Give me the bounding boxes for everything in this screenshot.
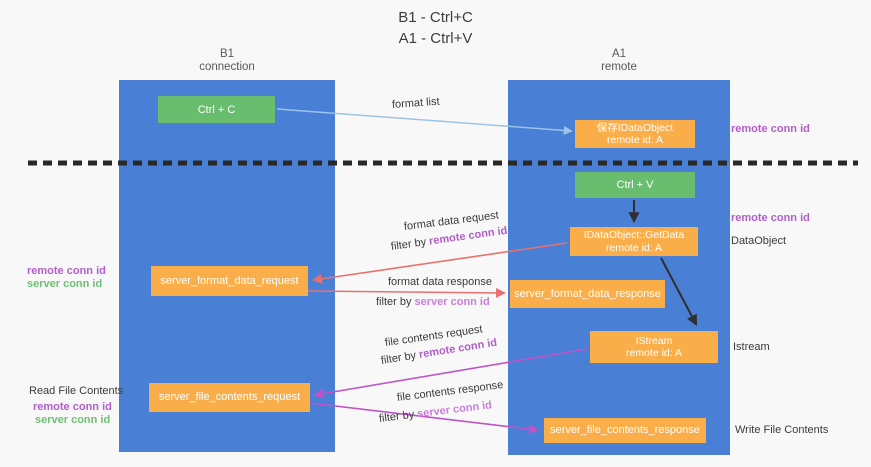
server-file-contents-response-label: server_file_contents_response: [550, 424, 700, 436]
server-file-contents-request-box: server_file_contents_request: [149, 383, 310, 412]
idataobject-getdata-line2: remote id: A: [605, 241, 663, 254]
dataobject-label: DataObject: [731, 235, 787, 247]
filter-by-remote-conn-id-label-2: filter by remote conn id: [380, 337, 498, 367]
format-data-response-label: format data response: [388, 276, 492, 288]
lane-header-b1: B1 connection: [119, 48, 335, 74]
server-format-data-response-label: server_format_data_response: [514, 287, 661, 300]
filter-by-server-conn-id-label-2: filter by server conn id: [378, 399, 493, 425]
ctrl-c-label: Ctrl + C: [197, 103, 236, 116]
server-format-data-request-label: server_format_data_request: [160, 274, 299, 287]
server-format-data-request-box: server_format_data_request: [151, 266, 308, 296]
arrow-format-data-response: [307, 287, 506, 298]
diagram-title: B1 - Ctrl+C A1 - Ctrl+V: [0, 7, 871, 49]
ctrl-c-box: Ctrl + C: [158, 96, 275, 123]
istream-box: IStream remote id: A: [590, 331, 718, 363]
lane-header-a1-role: remote: [601, 61, 637, 73]
save-idataobject-line1: 保存IDataObject: [596, 121, 674, 134]
left-mid-conn-id-labels: remote conn id server conn id: [27, 265, 106, 291]
ctrl-v-label: Ctrl + V: [616, 179, 654, 191]
lane-header-a1: A1 remote: [508, 48, 730, 74]
ctrl-v-box: Ctrl + V: [575, 172, 695, 198]
filter-by-text: filter by: [380, 349, 420, 367]
idataobject-getdata-box: IDataObject::GetData remote id: A: [570, 227, 698, 256]
server-conn-id-text: server conn id: [414, 296, 490, 308]
istream-line2: remote id: A: [625, 347, 683, 359]
remote-conn-id-label-right-mid: remote conn id: [731, 212, 810, 224]
write-file-contents-label: Write File Contents: [735, 424, 829, 436]
save-idataobject-box: 保存IDataObject remote id: A: [575, 120, 695, 148]
remote-conn-id-label-left-bottom: remote conn id: [33, 401, 112, 413]
server-format-data-response-box: server_format_data_response: [510, 280, 665, 308]
filter-by-text: filter by: [378, 408, 418, 425]
remote-conn-id-label-right-top: remote conn id: [731, 123, 810, 135]
diagram-title-line1: B1 - Ctrl+C: [398, 9, 473, 26]
filter-by-server-conn-id-label-1: filter by server conn id: [376, 296, 490, 308]
istream-line1: IStream: [635, 334, 673, 347]
left-bottom-labels: Read File Contents remote conn id server…: [29, 385, 123, 427]
remote-conn-id-label-left-mid: remote conn id: [27, 265, 106, 277]
filter-by-remote-conn-id-label-1: filter by remote conn id: [390, 225, 508, 253]
istream-side-label: Istream: [733, 341, 770, 353]
read-file-contents-label: Read File Contents: [29, 385, 124, 397]
diagram-title-line2: A1 - Ctrl+V: [398, 30, 473, 47]
filter-by-text: filter by: [376, 296, 415, 308]
server-file-contents-response-box: server_file_contents_response: [544, 418, 706, 443]
lane-header-a1-name: A1: [611, 48, 627, 60]
lane-header-b1-role: connection: [199, 61, 255, 73]
format-list-label: format list: [391, 95, 440, 111]
lane-header-b1-name: B1: [219, 48, 235, 60]
save-idataobject-line2: remote id: A: [606, 134, 664, 146]
filter-by-text: filter by: [390, 235, 430, 253]
idataobject-getdata-line1: IDataObject::GetData: [583, 229, 685, 241]
server-file-contents-request-label: server_file_contents_request: [158, 391, 301, 403]
server-conn-id-label-left-mid: server conn id: [27, 278, 103, 290]
server-conn-id-label-left-bottom: server conn id: [35, 414, 111, 426]
